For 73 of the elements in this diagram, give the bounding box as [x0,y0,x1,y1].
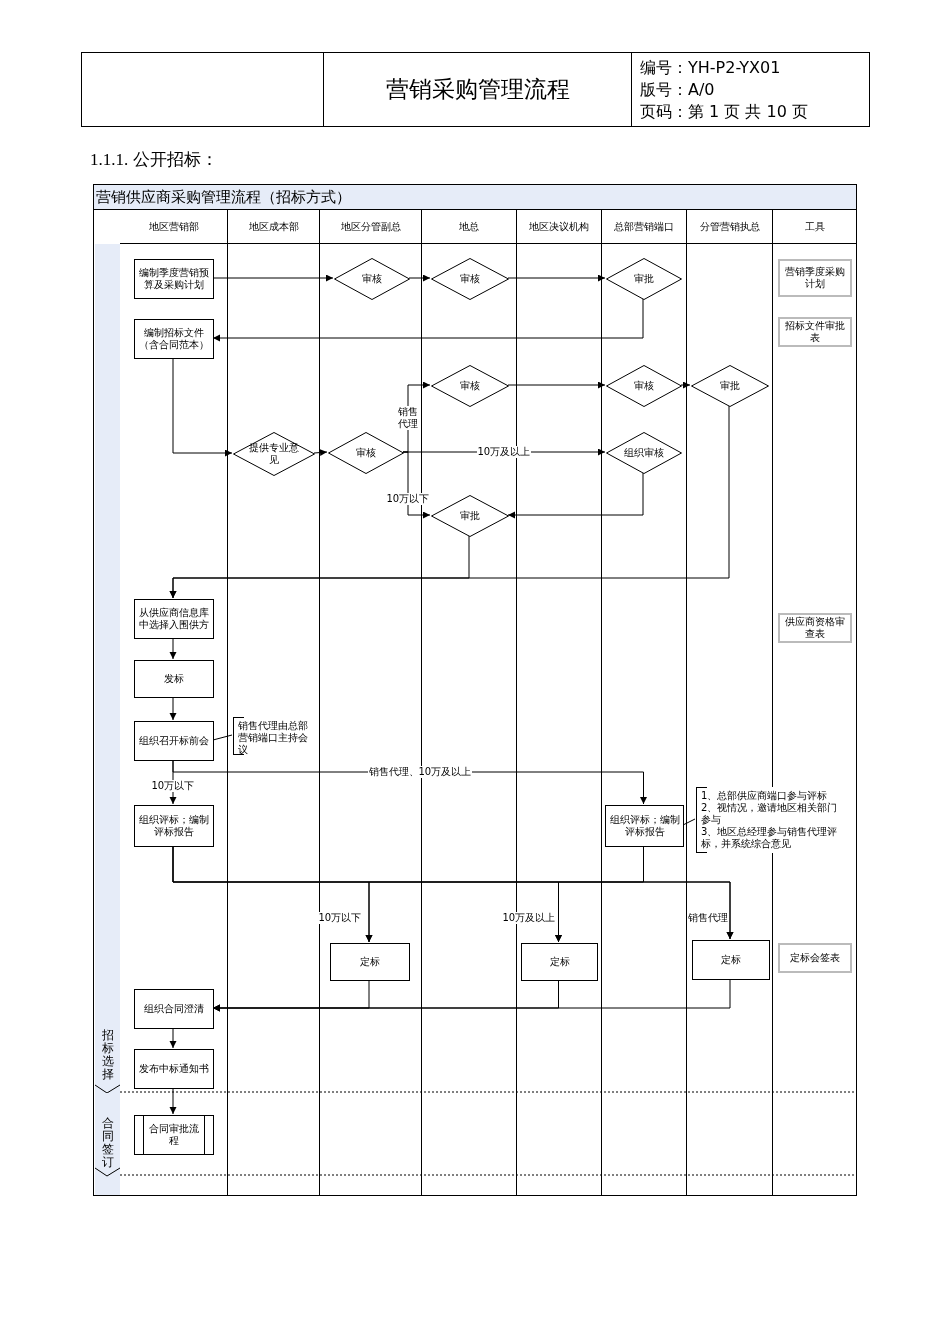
arrow [169,696,177,721]
decision-diamond: 审核 [606,365,682,407]
decision-diamond: 审核 [328,432,404,474]
swimlane-pool [93,184,857,1196]
process-box: 编制招标文件（含合同范本） [134,319,214,359]
lane-header: 工具 [773,210,857,244]
arrow [507,381,606,389]
arrow [212,978,731,1012]
decision-diamond: 提供专业意见 [233,432,315,476]
arrow [212,274,334,282]
phase-band: 合同签订 [95,1093,120,1195]
decision-diamond: 组织审核 [606,432,682,474]
pool-title: 营销供应商采购管理流程（招标方式） [94,185,856,210]
arrow [172,357,233,457]
swimlane-lane [120,210,228,1196]
arrow [507,274,606,282]
process-box: 定标 [521,943,598,981]
lane-header: 总部营销端口 [602,210,686,244]
process-box: 组织召开标前会 [134,721,214,761]
process-box: 组织合同澄清 [134,989,214,1029]
document-box: 营销季度采购计划 [778,259,852,297]
edge-label: 销售代理 [396,406,420,430]
process-box: 发布中标通知书 [134,1049,214,1089]
arrow [169,1027,177,1049]
edge-label: 销售代理、10万及以上 [367,766,473,778]
edge-label: 销售代理 [687,912,729,924]
lane-header: 地区决议机构 [517,210,601,244]
phase-band: 招标选择 [95,244,120,1093]
edge-label: 10万以下 [385,493,431,505]
process-box: 从供应商信息库中选择入围供方 [134,599,214,639]
swimlane-lane [228,210,320,1196]
arrow [169,1087,177,1115]
document-info: 版号：A/0 [640,80,715,101]
decision-diamond: 审批 [431,495,509,537]
arrow [212,298,644,342]
lane-header: 分管营销执总 [687,210,772,244]
arrow [313,449,328,457]
arrow [507,472,644,519]
lane-header: 地总 [422,210,516,244]
decision-diamond: 审核 [431,365,509,407]
arrow [169,637,177,660]
lane-header: 地区营销部 [120,210,227,244]
arrow [408,274,431,282]
lane-header: 地区成本部 [228,210,319,244]
edge-label: 10万以下 [317,912,363,924]
decision-diamond: 审批 [691,365,769,407]
edge-label: 10万及以上 [476,446,532,458]
process-box: 发标 [134,660,214,698]
document-info: 编号：YH-P2-YX01 [640,58,781,79]
arrow [169,535,470,599]
leader-line [682,818,696,826]
edge-label: 10万及以上 [501,912,557,924]
process-box: 组织评标；编制评标报告 [134,805,214,847]
leader-line [212,734,233,741]
document-info: 页码：第 1 页 共 10 页 [640,102,808,123]
document-title: 营销采购管理流程 [384,75,571,104]
decision-diamond: 审批 [606,258,682,300]
decision-diamond: 审核 [431,258,509,300]
process-box: 定标 [692,940,770,980]
process-box: 定标 [330,943,410,981]
subprocess-box: 合同审批流程 [134,1115,214,1155]
edge-label: 10万以下 [150,780,196,792]
swimlane-lane [602,210,687,1196]
document-box: 招标文件审批表 [778,317,852,347]
document-box: 定标会签表 [778,943,852,973]
arrow [402,451,431,519]
arrow [680,381,691,389]
section-heading: 1.1.1. 公开招标： [90,149,218,171]
lane-header: 地区分管副总 [320,210,421,244]
document-box: 供应商资格审查表 [778,613,852,643]
process-box: 组织评标；编制评标报告 [605,805,684,847]
decision-diamond: 审核 [334,258,410,300]
process-box: 编制季度营销预算及采购计划 [134,259,214,299]
